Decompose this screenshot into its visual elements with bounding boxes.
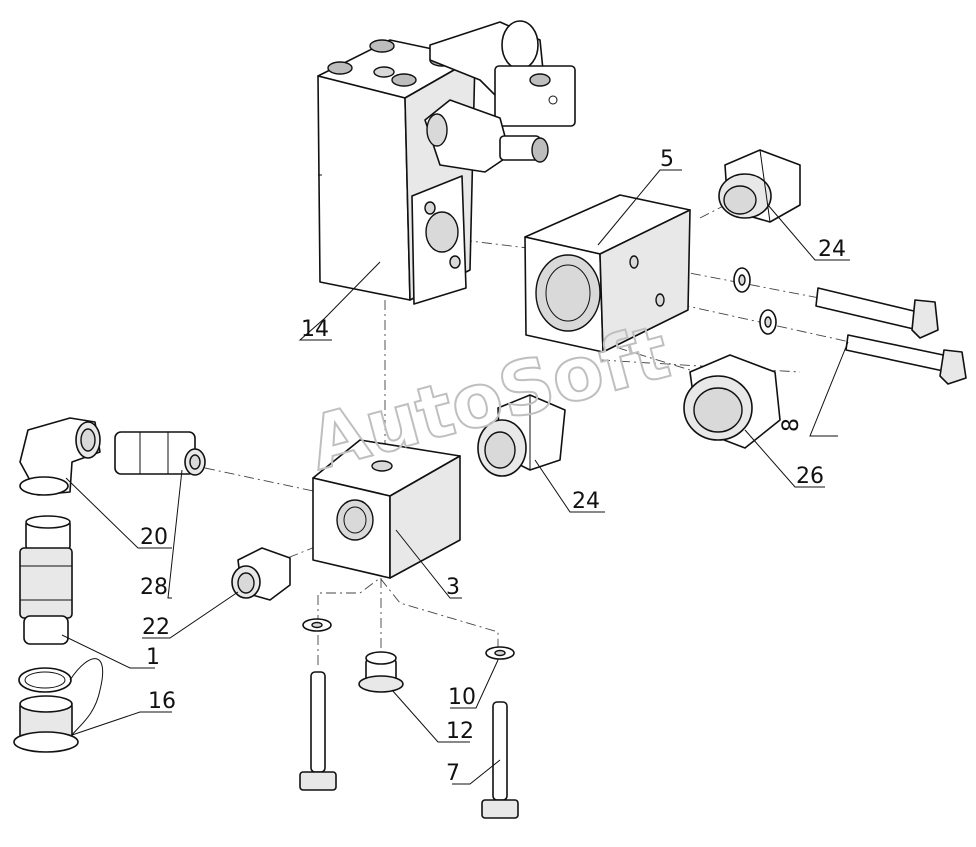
part-3-lower-block <box>312 439 461 579</box>
part-14-valve-block <box>317 20 576 305</box>
label-24-top: 24 <box>818 237 846 262</box>
part-1-quick-coupling <box>19 515 73 645</box>
label-24-middle: 24 <box>572 489 600 514</box>
part-10-washers <box>302 618 515 660</box>
label-14: 14 <box>301 317 329 342</box>
label-20: 20 <box>140 525 168 550</box>
part-22-small-fitting <box>231 547 291 601</box>
label-7: 7 <box>446 761 460 786</box>
part-labels: 14 5 24 8 26 24 3 20 28 22 1 16 10 12 7 <box>140 147 846 786</box>
part-24-fitting-top <box>718 149 801 223</box>
label-26: 26 <box>796 464 824 489</box>
label-22: 22 <box>142 615 170 640</box>
part-16-dust-cap <box>13 658 104 753</box>
part-5-spacer-block <box>524 194 691 353</box>
part-12-plug <box>358 651 404 693</box>
label-12: 12 <box>446 719 474 744</box>
label-5: 5 <box>660 147 674 172</box>
part-20-elbow <box>19 417 101 496</box>
label-1: 1 <box>146 645 160 670</box>
part-24-fitting-middle <box>477 394 566 477</box>
label-10: 10 <box>448 685 476 710</box>
label-28: 28 <box>140 575 168 600</box>
washers-right <box>733 267 777 335</box>
part-28-adapter <box>114 431 206 476</box>
part-7-bolts <box>299 671 519 819</box>
part-8-bolts <box>815 287 967 385</box>
solenoid-coil <box>429 20 576 127</box>
leader-lines <box>61 169 850 785</box>
label-3: 3 <box>446 575 460 600</box>
part-26-large-fitting <box>683 354 781 449</box>
solenoid-fitting <box>424 99 549 173</box>
label-16: 16 <box>148 689 176 714</box>
label-8: 8 <box>779 418 804 432</box>
